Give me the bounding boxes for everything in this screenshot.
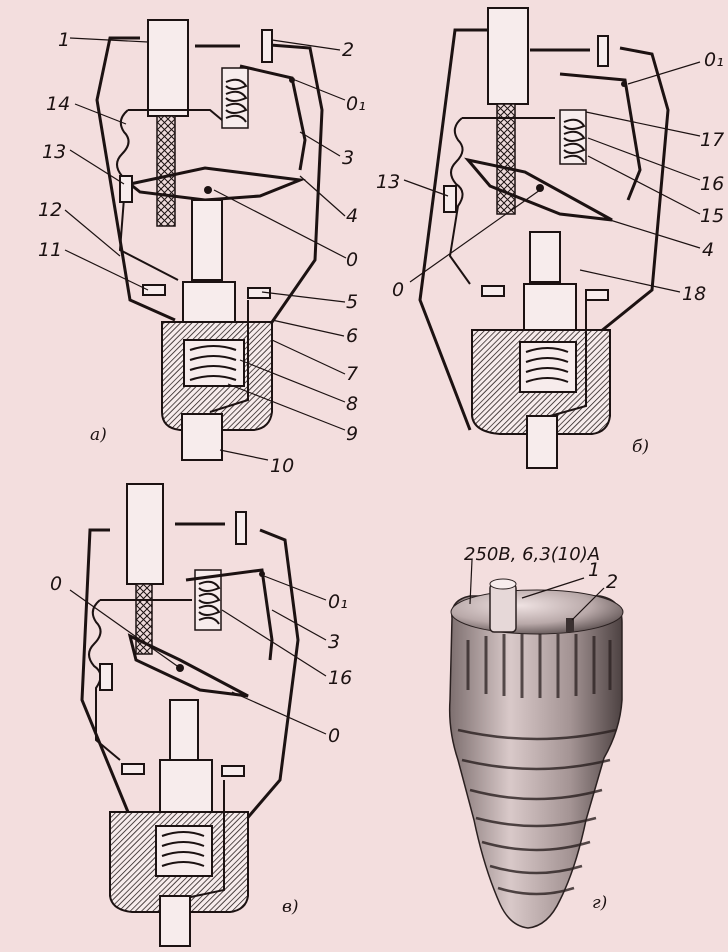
label-4-a: 4 [346, 205, 358, 227]
figure-g: 250В, 6,3(10)А 1 2 г) [448, 544, 624, 929]
lever-3-a [239, 64, 307, 171]
label-16-v: 16 [328, 667, 352, 689]
label-13-a: 13 [42, 141, 66, 163]
label-3-v: 3 [328, 631, 340, 653]
lever-3-v [185, 568, 274, 661]
label-8-a: 8 [346, 393, 358, 415]
caption-v: в) [282, 897, 299, 917]
label-11-a: 11 [38, 239, 62, 261]
rod-a [156, 115, 176, 227]
label-14-a: 14 [46, 93, 70, 115]
label-O1-v: 0₁ [328, 591, 348, 613]
label-17-b: 17 [700, 129, 724, 151]
rating-label: 250В, 6,3(10)А [464, 544, 600, 565]
label-16-b: 16 [700, 173, 724, 195]
label-O2-v: 0 [328, 725, 340, 747]
label-2-a: 2 [342, 39, 354, 61]
button-1-b [487, 7, 529, 105]
button-1-v [126, 483, 164, 585]
label-9-a: 9 [346, 423, 358, 445]
latch-4-a [126, 166, 306, 202]
frame-left-b [418, 28, 488, 431]
button-1-g [489, 583, 517, 633]
contact-v [159, 895, 191, 947]
coil-16-v [198, 580, 221, 625]
leaders-v [69, 575, 327, 735]
label-O1-b: 0₁ [704, 49, 724, 71]
contact-b [526, 415, 558, 469]
caption-g: г) [592, 893, 607, 913]
fuse-top [450, 589, 624, 635]
label-3-a: 3 [342, 147, 354, 169]
latch-v [127, 633, 249, 698]
label-1-a: 1 [58, 29, 70, 51]
frame-right-v [242, 528, 300, 823]
figure-v: 0 0₁ 3 16 0 в) [50, 483, 352, 947]
leaders-a [64, 37, 347, 461]
label-O-b: 0 [392, 279, 404, 301]
frame-right-a [268, 43, 324, 326]
contact-2-v [235, 511, 247, 545]
label-13-b: 13 [376, 171, 400, 193]
figure-b: 0₁ 17 16 15 13 4 0 18 б) [376, 7, 724, 469]
contact-2-a [261, 29, 273, 63]
button-1-a [147, 19, 189, 117]
caption-b: б) [632, 437, 649, 457]
label-15-b: 15 [700, 205, 724, 227]
coil-16-b [563, 118, 586, 163]
spring-8-a [189, 345, 237, 381]
label-O1-a: 0₁ [346, 93, 366, 115]
frame-right-b [599, 46, 670, 334]
bimetal-b [448, 117, 471, 285]
frame-left-v [80, 528, 130, 813]
label-O-v: 0 [50, 573, 62, 595]
label-18-b: 18 [682, 283, 706, 305]
coil-a [225, 78, 248, 123]
ribs [466, 634, 612, 698]
label-10-a: 10 [270, 455, 294, 477]
leaders-b [403, 61, 701, 293]
label-12-a: 12 [38, 199, 62, 221]
figure-a: 1 2 14 13 12 11 0₁ 3 4 0 5 6 7 8 9 10 а) [38, 19, 366, 477]
button-2-g [566, 618, 574, 632]
label-5-a: 5 [346, 291, 358, 313]
rod-v [135, 583, 153, 655]
label-2-g: 2 [606, 571, 618, 593]
frame-left-a [95, 36, 176, 322]
latch-4-b [464, 157, 613, 222]
contact-10-a [181, 413, 223, 461]
caption-a: а) [90, 425, 107, 445]
label-1-g: 1 [588, 559, 600, 581]
label-7-a: 7 [346, 363, 358, 385]
label-O-a: 0 [346, 249, 358, 271]
threads [457, 728, 617, 896]
lever-b [559, 72, 642, 201]
piston-v [159, 759, 213, 817]
label-6-a: 6 [346, 325, 358, 347]
label-4-b: 4 [702, 239, 714, 261]
rod-b [496, 103, 516, 215]
contact-2-b [597, 35, 609, 67]
